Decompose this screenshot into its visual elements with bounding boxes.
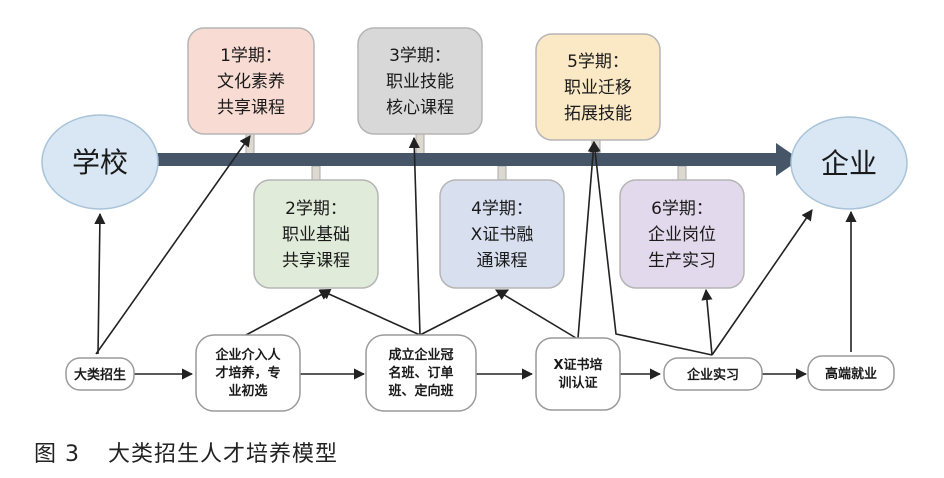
- step-cert-box: X证书培 训认证: [535, 337, 621, 411]
- svg-text:共享课程: 共享课程: [282, 251, 350, 271]
- svg-text:业初选: 业初选: [228, 383, 267, 399]
- svg-text:1学期：: 1学期：: [220, 46, 282, 66]
- svg-text:6学期：: 6学期：: [651, 199, 713, 219]
- svg-text:2学期：: 2学期：: [285, 199, 347, 219]
- svg-text:成立企业冠: 成立企业冠: [388, 347, 453, 363]
- school-label: 学校: [72, 146, 128, 179]
- semester-2-box: 2学期： 职业基础 共享课程: [253, 179, 379, 289]
- svg-text:企业介入人: 企业介入人: [214, 347, 281, 363]
- svg-text:训认证: 训认证: [558, 375, 597, 391]
- svg-text:名班、订单: 名班、订单: [388, 365, 453, 381]
- step-enroll-box: 大类招生: [65, 357, 135, 391]
- svg-text:高端就业: 高端就业: [825, 366, 877, 382]
- svg-text:班、定向班: 班、定向班: [388, 383, 453, 399]
- step-employment-box: 高端就业: [807, 355, 895, 391]
- training-model-diagram: 学校 企业 1学期： 文化素养 共享课程 3学期： 职业技能 核心课程 5学期：…: [41, 27, 908, 412]
- step-internship-box: 企业实习: [663, 357, 763, 391]
- svg-text:文化素养: 文化素养: [217, 72, 285, 92]
- svg-text:职业基础: 职业基础: [282, 225, 350, 245]
- svg-text:X证书培: X证书培: [553, 357, 602, 373]
- figure-number: 图 3: [34, 442, 80, 467]
- svg-text:生产实习: 生产实习: [648, 251, 716, 271]
- enterprise-label: 企业: [821, 147, 877, 180]
- svg-text:职业迁移: 职业迁移: [564, 78, 632, 98]
- step-classes-box: 成立企业冠 名班、订单 班、定向班: [365, 334, 477, 412]
- figure-title: 大类招生人才培养模型: [108, 442, 339, 467]
- svg-text:5学期：: 5学期：: [567, 52, 629, 72]
- svg-text:核心课程: 核心课程: [386, 98, 454, 118]
- svg-text:共享课程: 共享课程: [217, 98, 285, 118]
- figure-caption: 图 3 大类招生人才培养模型: [34, 436, 338, 468]
- main-timeline-arrow: [150, 143, 800, 176]
- flow-arrows: [94, 135, 857, 380]
- semester-1-box: 1学期： 文化素养 共享课程: [187, 27, 315, 135]
- semester-5-box: 5学期： 职业迁移 拓展技能: [535, 33, 661, 141]
- svg-text:X证书融: X证书融: [471, 225, 534, 245]
- enterprise-ellipse: [790, 116, 908, 210]
- svg-text:才培养，专: 才培养，专: [215, 365, 280, 381]
- svg-text:3学期：: 3学期：: [389, 46, 451, 66]
- svg-text:大类招生: 大类招生: [74, 367, 126, 383]
- svg-text:4学期：: 4学期：: [471, 199, 533, 219]
- svg-text:通课程: 通课程: [477, 251, 528, 271]
- semester-3-box: 3学期： 职业技能 核心课程: [357, 27, 483, 135]
- svg-text:职业技能: 职业技能: [386, 72, 454, 92]
- svg-text:拓展技能: 拓展技能: [564, 104, 632, 124]
- svg-text:企业岗位: 企业岗位: [648, 225, 716, 245]
- step-involve-box: 企业介入人 才培养，专 业初选: [195, 334, 301, 412]
- semester-4-box: 4学期： X证书融 通课程: [439, 179, 565, 289]
- school-ellipse: [41, 114, 159, 210]
- svg-text:企业实习: 企业实习: [686, 367, 739, 383]
- semester-6-box: 6学期： 企业岗位 生产实习: [619, 179, 745, 289]
